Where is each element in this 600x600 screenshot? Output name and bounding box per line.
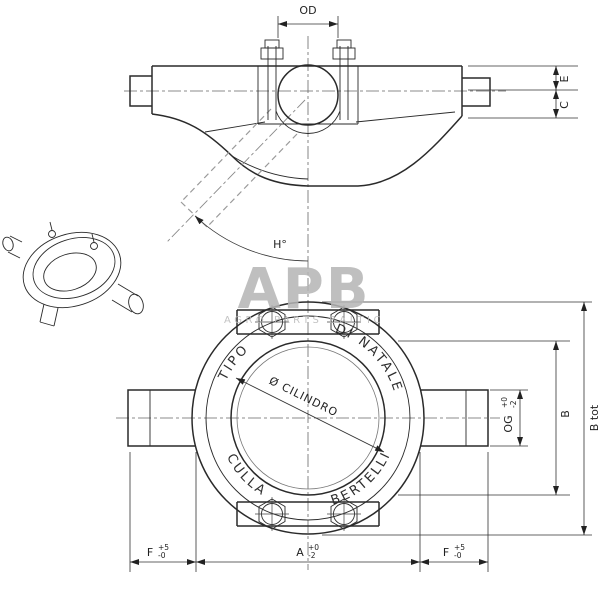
body-rib-right bbox=[355, 111, 456, 123]
dim-e-c: E C bbox=[468, 65, 578, 119]
body-hull bbox=[151, 113, 463, 187]
iso-view bbox=[2, 221, 144, 327]
dim-f-left-tol-bottom: -0 bbox=[158, 551, 166, 560]
saddle-arc bbox=[275, 110, 341, 134]
dim-og-label: OG bbox=[502, 415, 515, 432]
bore-dimension: Ø CILINDRO bbox=[235, 374, 385, 453]
pipe-cross-section bbox=[277, 64, 339, 126]
cylinder-edge-lower bbox=[206, 133, 298, 228]
dim-b-label: B bbox=[559, 410, 572, 418]
watermark-title: APB bbox=[237, 257, 370, 322]
flange-ring-circle bbox=[205, 315, 411, 521]
side-view bbox=[129, 39, 491, 244]
dim-f-left: F +5 -0 bbox=[147, 543, 169, 560]
dim-od: OD bbox=[277, 4, 339, 38]
dim-f-right-label: F bbox=[443, 546, 449, 559]
dim-f-right-tol-bottom: -0 bbox=[454, 551, 462, 560]
ring-text-bertelli: BERTELLI bbox=[329, 449, 394, 509]
watermark-subtitle: AGRO PARTS BALTIC bbox=[224, 315, 384, 326]
hidden-cylinder bbox=[165, 99, 306, 244]
dim-f-right: F +5 -0 bbox=[443, 543, 465, 560]
dim-f-left-label: F bbox=[147, 546, 153, 559]
dim-og-tol-top: +0 bbox=[500, 397, 509, 408]
dim-angle-label: H° bbox=[273, 238, 287, 251]
bore-label: Ø CILINDRO bbox=[267, 374, 340, 419]
cylinder-axis bbox=[165, 99, 306, 244]
left-trunnion-front bbox=[127, 389, 196, 447]
clamp-block bbox=[257, 66, 359, 125]
dim-angle: H° bbox=[194, 215, 309, 262]
dim-f-right-tol-top: +5 bbox=[454, 543, 465, 552]
u-bolt-left bbox=[260, 39, 284, 120]
dim-bottom-row: F +5 -0 A +0 -2 F +5 -0 bbox=[129, 452, 489, 572]
dim-b: B bbox=[398, 340, 572, 496]
body-rib-left bbox=[204, 121, 266, 133]
dim-og: OG +0 -2 bbox=[490, 389, 528, 447]
cylinder-bore-circle bbox=[230, 340, 386, 496]
outer-flange-circle bbox=[191, 301, 425, 535]
left-trunnion bbox=[129, 75, 152, 107]
iso-bolt-icon bbox=[48, 230, 56, 238]
dim-a-tol-bottom: -2 bbox=[308, 551, 316, 560]
watermark: APB AGRO PARTS BALTIC bbox=[224, 257, 384, 326]
dim-od-label: OD bbox=[299, 4, 316, 17]
dim-e-label: E bbox=[558, 75, 571, 82]
dim-a-tol-top: +0 bbox=[308, 543, 319, 552]
u-bolt-right bbox=[332, 39, 356, 120]
dim-a-label: A bbox=[296, 546, 304, 559]
right-trunnion-front bbox=[420, 389, 489, 447]
top-clamp-plate bbox=[236, 309, 380, 335]
dim-og-tol-bottom: -2 bbox=[509, 400, 518, 408]
dim-c-label: C bbox=[558, 101, 571, 109]
dim-b-tot-label: B tot bbox=[588, 404, 600, 431]
dim-a: A +0 -2 bbox=[296, 543, 319, 560]
dim-f-left-tol-top: +5 bbox=[158, 543, 169, 552]
ring-text-di-natale: DI NATALE bbox=[333, 322, 405, 395]
ring-text-culla: CULLA bbox=[223, 451, 269, 499]
bottom-clamp-plate bbox=[236, 501, 380, 527]
cylinder-edge-upper bbox=[180, 108, 272, 203]
right-trunnion bbox=[462, 77, 491, 107]
iso-bolt-icon bbox=[90, 242, 98, 250]
hull-inner-line bbox=[231, 155, 309, 180]
dim-b-tot: B tot bbox=[322, 301, 600, 536]
